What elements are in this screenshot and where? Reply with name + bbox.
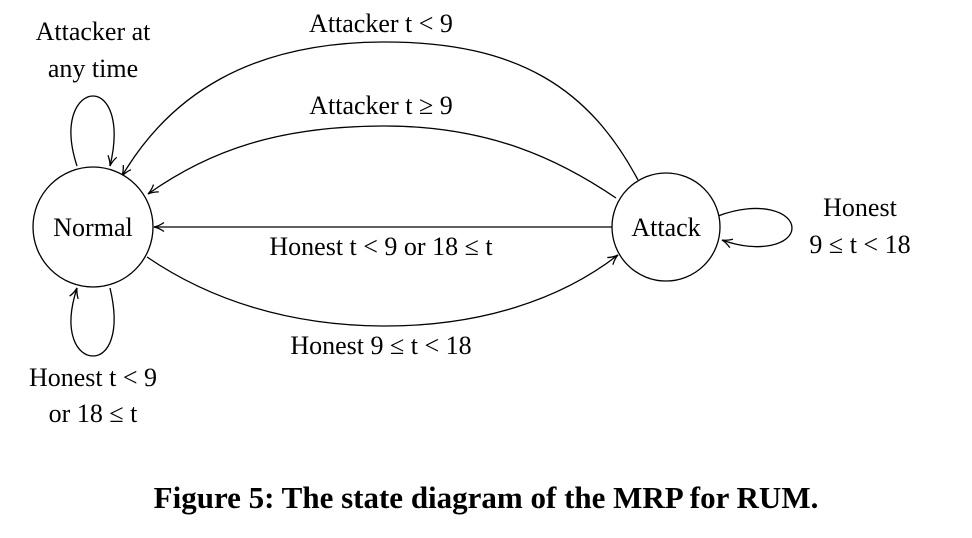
label-normal-loop-bottom-line1: Honest t < 9: [29, 363, 157, 392]
label-honest-straight: Honest t < 9 or 18 ≤ t: [269, 232, 493, 261]
label-normal-loop-top-line1: Attacker at: [36, 17, 152, 46]
state-diagram: Normal Attack Attacker t < 9 Attacker t …: [29, 9, 911, 428]
edge-normal-loop-bottom: [69, 287, 115, 357]
state-normal-label: Normal: [53, 213, 132, 242]
label-attacker-lt-9: Attacker t < 9: [309, 9, 453, 38]
state-normal: Normal: [32, 166, 154, 288]
state-attack: Attack: [611, 172, 721, 282]
edge-attack-loop: [717, 207, 793, 249]
label-attacker-ge-9: Attacker t ≥ 9: [309, 91, 453, 120]
edge-normal-to-attack: [146, 254, 619, 327]
edge-attack-to-normal-mid: [147, 125, 617, 199]
label-attack-loop-line2: 9 ≤ t < 18: [809, 230, 910, 259]
label-attack-loop-line1: Honest: [823, 193, 897, 222]
edge-normal-loop-top: [70, 95, 118, 167]
label-honest-9-18: Honest 9 ≤ t < 18: [290, 331, 471, 360]
state-attack-label: Attack: [631, 213, 700, 242]
label-normal-loop-bottom-line2: or 18 ≤ t: [49, 399, 138, 428]
edge-attack-to-normal-top: [121, 41, 639, 181]
figure-caption: Figure 5: The state diagram of the MRP f…: [153, 480, 819, 515]
label-normal-loop-top-line2: any time: [48, 54, 138, 83]
